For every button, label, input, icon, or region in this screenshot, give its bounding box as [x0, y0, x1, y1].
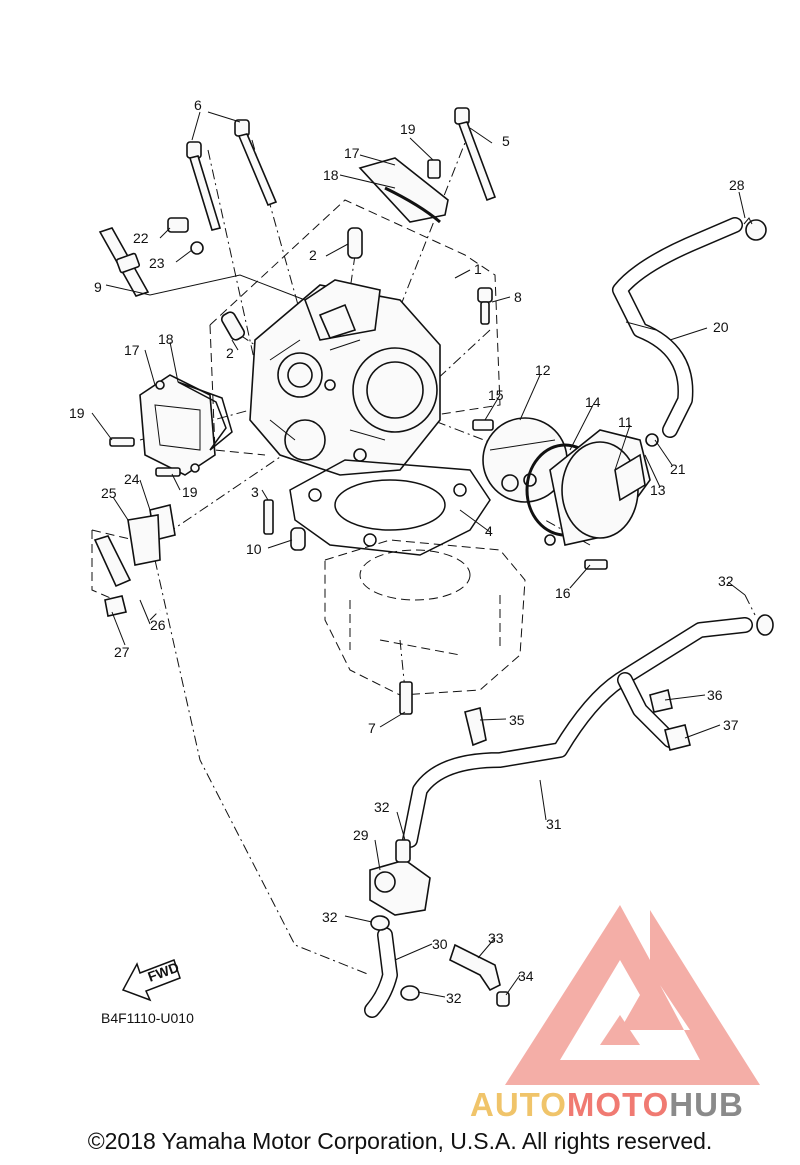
callout-25: 25	[101, 485, 117, 501]
brand-part-auto: AUTO	[470, 1086, 567, 1123]
bracket	[449, 943, 501, 992]
callout-2-top: 2	[309, 247, 317, 263]
callout-2-left: 2	[226, 345, 234, 361]
bracket-assembly	[93, 504, 176, 617]
fwd-arrow-icon: FWD	[121, 959, 181, 1002]
head-cover-left	[139, 374, 233, 476]
air-cut-valve	[369, 839, 431, 916]
callout-22: 22	[133, 230, 149, 246]
callout-17-top: 17	[344, 145, 360, 161]
callout-1: 1	[474, 261, 482, 277]
callout-12: 12	[535, 362, 551, 378]
callout-10: 10	[246, 541, 262, 557]
callout-19-top: 19	[400, 121, 416, 137]
head-cover-top	[358, 157, 449, 224]
callout-4: 4	[485, 523, 493, 539]
callout-19-mid: 19	[182, 484, 198, 500]
callout-28: 28	[729, 177, 745, 193]
callout-32-mid: 32	[374, 799, 390, 815]
callout-6: 6	[194, 97, 202, 113]
callout-17-left: 17	[124, 342, 140, 358]
callout-33: 33	[488, 930, 504, 946]
cylinder-head	[249, 279, 441, 476]
callout-27: 27	[114, 644, 130, 660]
callout-36: 36	[707, 687, 723, 703]
callout-32-left: 32	[322, 909, 338, 925]
callout-29: 29	[353, 827, 369, 843]
callout-16: 16	[555, 585, 571, 601]
callout-21: 21	[670, 461, 686, 477]
hose-upper	[612, 217, 767, 438]
callout-34: 34	[518, 968, 534, 984]
callout-11: 11	[618, 414, 633, 430]
head-gasket	[289, 459, 491, 556]
subassembly-outlines	[91, 199, 501, 621]
hose-lower	[402, 614, 774, 848]
copyright-notice: ©2018 Yamaha Motor Corporation, U.S.A. A…	[87, 1128, 713, 1154]
callout-9: 9	[94, 279, 102, 295]
callout-19-left: 19	[69, 405, 85, 421]
callout-24: 24	[124, 471, 140, 487]
fasteners	[109, 107, 659, 1007]
callout-35: 35	[509, 712, 525, 728]
callout-20: 20	[713, 319, 729, 335]
callout-31: 31	[546, 816, 562, 832]
leader-lines	[91, 111, 746, 998]
callout-18-left: 18	[158, 331, 174, 347]
watermark-brand: AUTOMOTOHUB	[470, 1086, 744, 1124]
callout-7: 7	[368, 720, 376, 736]
callout-37: 37	[723, 717, 739, 733]
callout-8: 8	[514, 289, 522, 305]
cylinder-block	[324, 539, 526, 696]
callout-5: 5	[502, 133, 510, 149]
callout-30: 30	[432, 936, 448, 952]
callout-26: 26	[150, 617, 166, 633]
callout-14: 14	[585, 394, 601, 410]
brand-part-hub: HUB	[669, 1086, 744, 1123]
diagram-code: B4F1110-U010	[101, 1010, 194, 1026]
callout-18-top: 18	[323, 167, 339, 183]
clip	[464, 707, 487, 747]
callout-labels: 6 5 19 17 18 28 22 2 23 1 9 8 20 18 17 2…	[69, 97, 745, 1006]
spark-plug	[98, 227, 150, 297]
automotohub-logo	[505, 905, 760, 1085]
hose-bottom	[364, 915, 420, 1018]
callout-13: 13	[650, 482, 666, 498]
callout-23: 23	[149, 255, 165, 271]
callout-32-bottom: 32	[446, 990, 462, 1006]
callout-15: 15	[488, 387, 504, 403]
callout-32-right: 32	[718, 573, 734, 589]
brand-part-moto: MOTO	[566, 1086, 670, 1123]
callout-3: 3	[251, 484, 259, 500]
oring-joint	[525, 429, 651, 546]
